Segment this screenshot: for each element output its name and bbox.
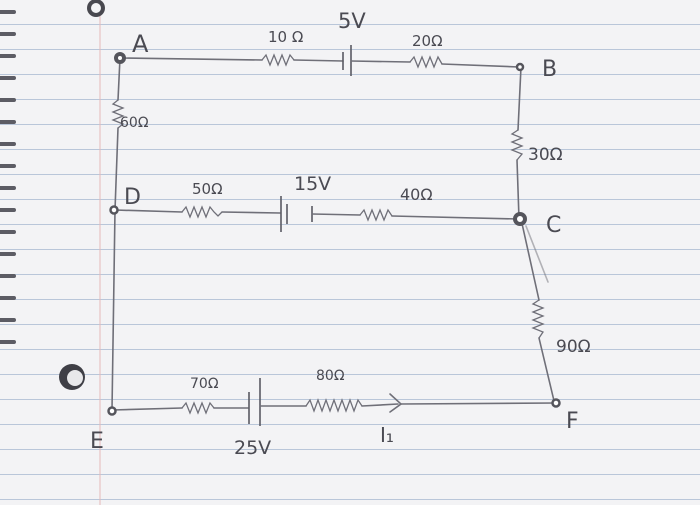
branch-ef: [111, 378, 557, 426]
resistor-ab-left-label: 10 Ω: [268, 28, 303, 46]
resistor-ef-left-label: 70Ω: [190, 376, 219, 392]
branch-cf: [520, 218, 556, 406]
node-e-dot: [107, 406, 117, 416]
source-dc-label: 15V: [294, 173, 331, 195]
resistor-ab-right-label: 20Ω: [412, 32, 443, 50]
branch-ab: [119, 45, 520, 76]
branch-dc: [114, 196, 520, 232]
current-label: I₁: [380, 423, 394, 447]
resistor-ad-label: 60Ω: [120, 115, 149, 131]
resistor-bc-label: 30Ω: [528, 145, 563, 165]
node-e-label: E: [90, 429, 104, 454]
node-c-label: C: [546, 213, 561, 238]
source-ef-label: 25V: [234, 437, 271, 459]
resistor-dc-right-label: 40Ω: [400, 185, 433, 204]
spiral-binding: [0, 10, 16, 344]
punch-hole-inner: [67, 370, 83, 386]
node-d-dot: [109, 205, 119, 215]
node-d-label: D: [124, 185, 141, 210]
branch-bc: [510, 66, 524, 220]
branch-left: [111, 57, 125, 411]
node-a-label: A: [132, 30, 149, 58]
resistor-ef-right-label: 80Ω: [316, 368, 345, 384]
node-a-dot: [114, 52, 126, 64]
node-f-label: F: [566, 409, 579, 434]
node-c-dot: [513, 212, 527, 226]
source-ab-label: 5V: [338, 9, 366, 33]
resistor-cf-label: 90Ω: [556, 337, 591, 357]
node-f-dot: [551, 398, 561, 408]
node-b-dot: [515, 62, 525, 72]
node-b-label: B: [542, 57, 557, 82]
resistor-dc-left-label: 50Ω: [192, 180, 223, 198]
current-arrow-icon: [389, 393, 403, 413]
punch-hole-inner: [91, 3, 101, 13]
